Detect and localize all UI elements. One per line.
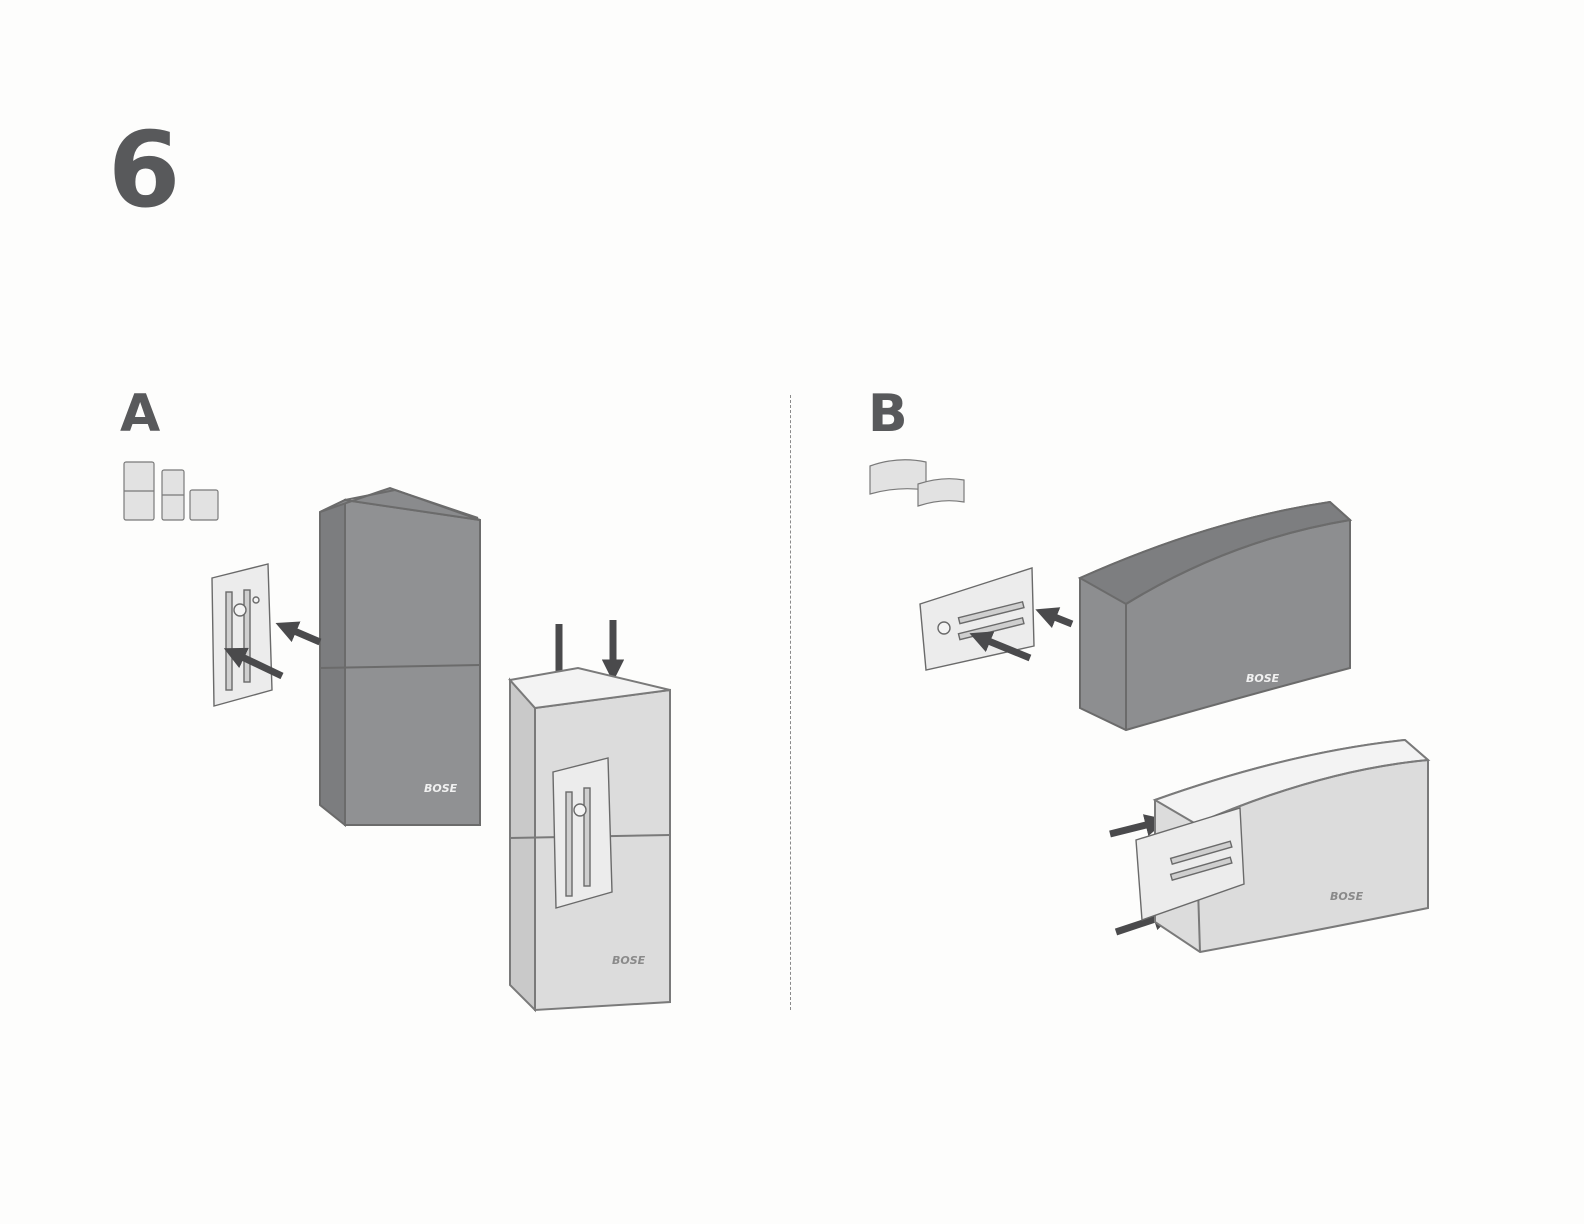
brand-logo-a-dark: BOSE (424, 782, 458, 795)
wall-bracket-a (212, 564, 272, 706)
brand-logo-b-dark: BOSE (1246, 672, 1280, 685)
center-speaker-dark (1080, 502, 1350, 730)
brand-logo-a-light: BOSE (612, 954, 646, 967)
center-speaker-variants-icon (870, 460, 964, 506)
speaker-variants-icon (124, 462, 218, 520)
brand-logo-b-light: BOSE (1330, 890, 1364, 903)
wall-bracket-mounted-a (553, 758, 612, 908)
cube-speaker-dark (320, 488, 480, 825)
